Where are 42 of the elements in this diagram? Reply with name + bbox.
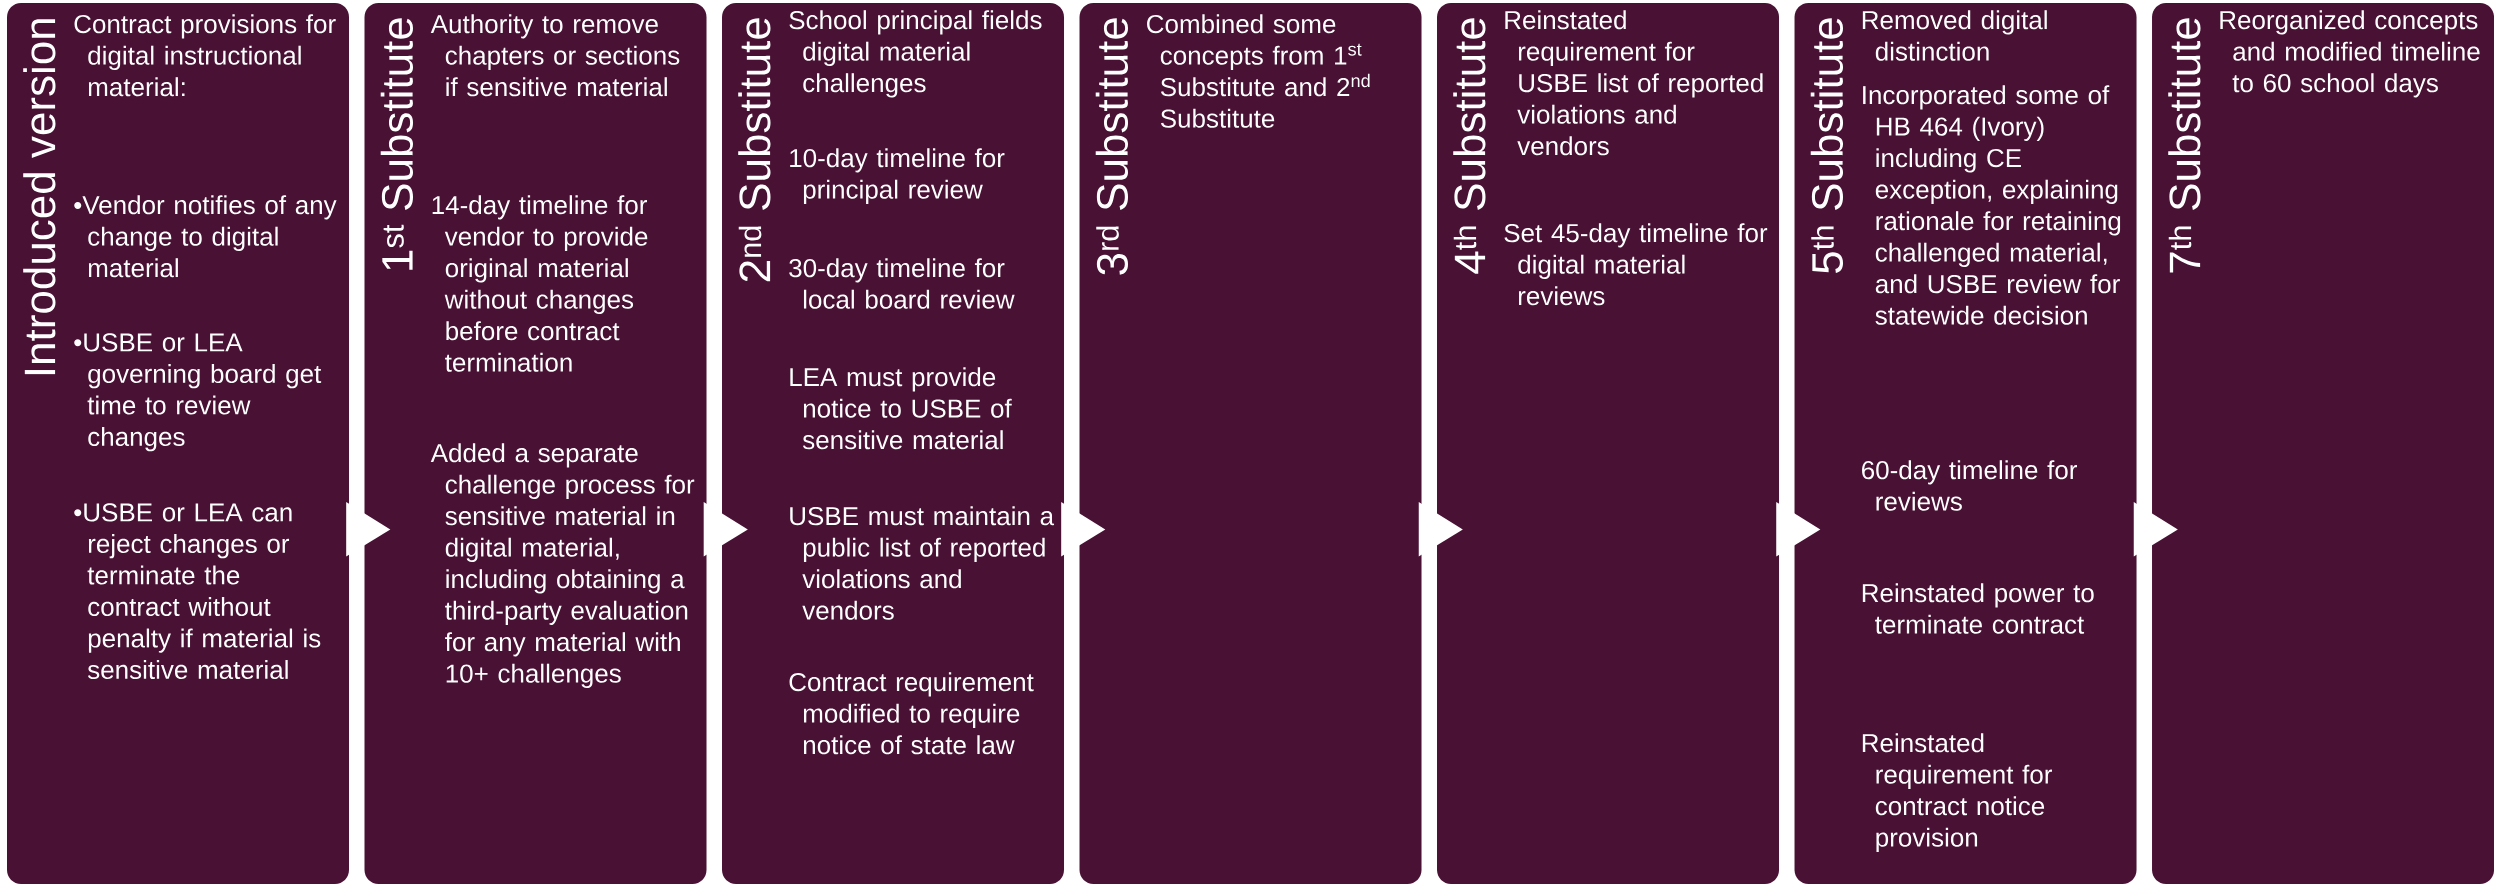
stage-text: 14-day timeline for vendor to provide original material without changes before contract termination [432, 195, 648, 372]
stage-text: Added a separate challenge process for sensitive material in digital material, including obtaining a third-party evaluation for any material with 10+ challenges [430, 443, 695, 688]
stage-title: 2$^{nd}$ Substitute [738, 18, 771, 282]
stage-text: Reorganized concepts and modified timeline to 60 school days [2220, 10, 2480, 98]
stage-text: •USBE or LEA governing board get time to review changes [74, 333, 322, 452]
stage-text: LEA must provide notice to USBE of sensitive material [790, 367, 1012, 450]
stage-text: Reinstated requirement for contract notice provision [1862, 733, 2052, 852]
stage-title: 3$^{rd}$ Substitute [1095, 18, 1128, 275]
stage-title: 7$^{th}$ Substitute [2168, 18, 2201, 273]
stage-text: •USBE or LEA can reject changes or terminate the contract without penalty if material is sensitive material [74, 503, 321, 680]
stage-text: Reinstated power to terminate contract [1862, 583, 2094, 634]
stage-text: 30-day timeline for local board review [789, 258, 1015, 309]
stage-text: 10-day timeline for principal review [790, 148, 1005, 204]
stage-title: 1$^{st}$ Substitute [380, 18, 413, 270]
stage-text: USBE must maintain a public list of reported violations and vendors [790, 506, 1055, 620]
arrow [346, 502, 391, 557]
stage-title: Introduced version [23, 19, 56, 375]
stage-text: Contract requirement modified to require notice of state law [789, 672, 1034, 755]
arrow [703, 502, 748, 557]
stage-text: 60-day timeline for reviews [1862, 460, 2077, 511]
stage-panel [1437, 3, 1779, 884]
stage-text: School principal fields digital material challenges [789, 10, 1042, 98]
stage-panel [1079, 3, 1422, 884]
stage-title: 4$^{th}$ Substitute [1453, 18, 1486, 274]
arrow [2133, 502, 2178, 557]
stage-panel [2152, 3, 2494, 884]
arrow [1418, 502, 1463, 557]
stage-panel [1794, 3, 2137, 884]
stage-panel [364, 3, 707, 884]
stage-text: Set 45-day timeline for digital material reviews [1504, 223, 1768, 306]
stage-text: Authority to remove chapters or sections if sensitive material [430, 14, 680, 97]
stage-text: Incorporated some of HB 464 (Ivory) including CE exception, explaining rationale for retaining challenged material, and USBE review for statewide decision [1863, 85, 2121, 325]
stage-text: Combined some concepts from 1$^{st}$ Substitute and 2$^{nd}$ Substitute [1147, 14, 1370, 128]
arrow [1776, 502, 1821, 557]
stage-text: Contract provisions for digital instructional material: [74, 14, 336, 97]
stage-text: •Vendor notifies of any change to digital material [74, 195, 337, 278]
stage-panel [7, 3, 349, 884]
stage-title: 5$^{th}$ Substitute [1810, 18, 1844, 273]
arrow [1061, 502, 1106, 557]
stage-text: Removed digital distinction [1862, 10, 2047, 61]
stage-text: Reinstated requirement for USBE list of reported violations and vendors [1505, 10, 1763, 156]
stage-panel [722, 3, 1064, 884]
